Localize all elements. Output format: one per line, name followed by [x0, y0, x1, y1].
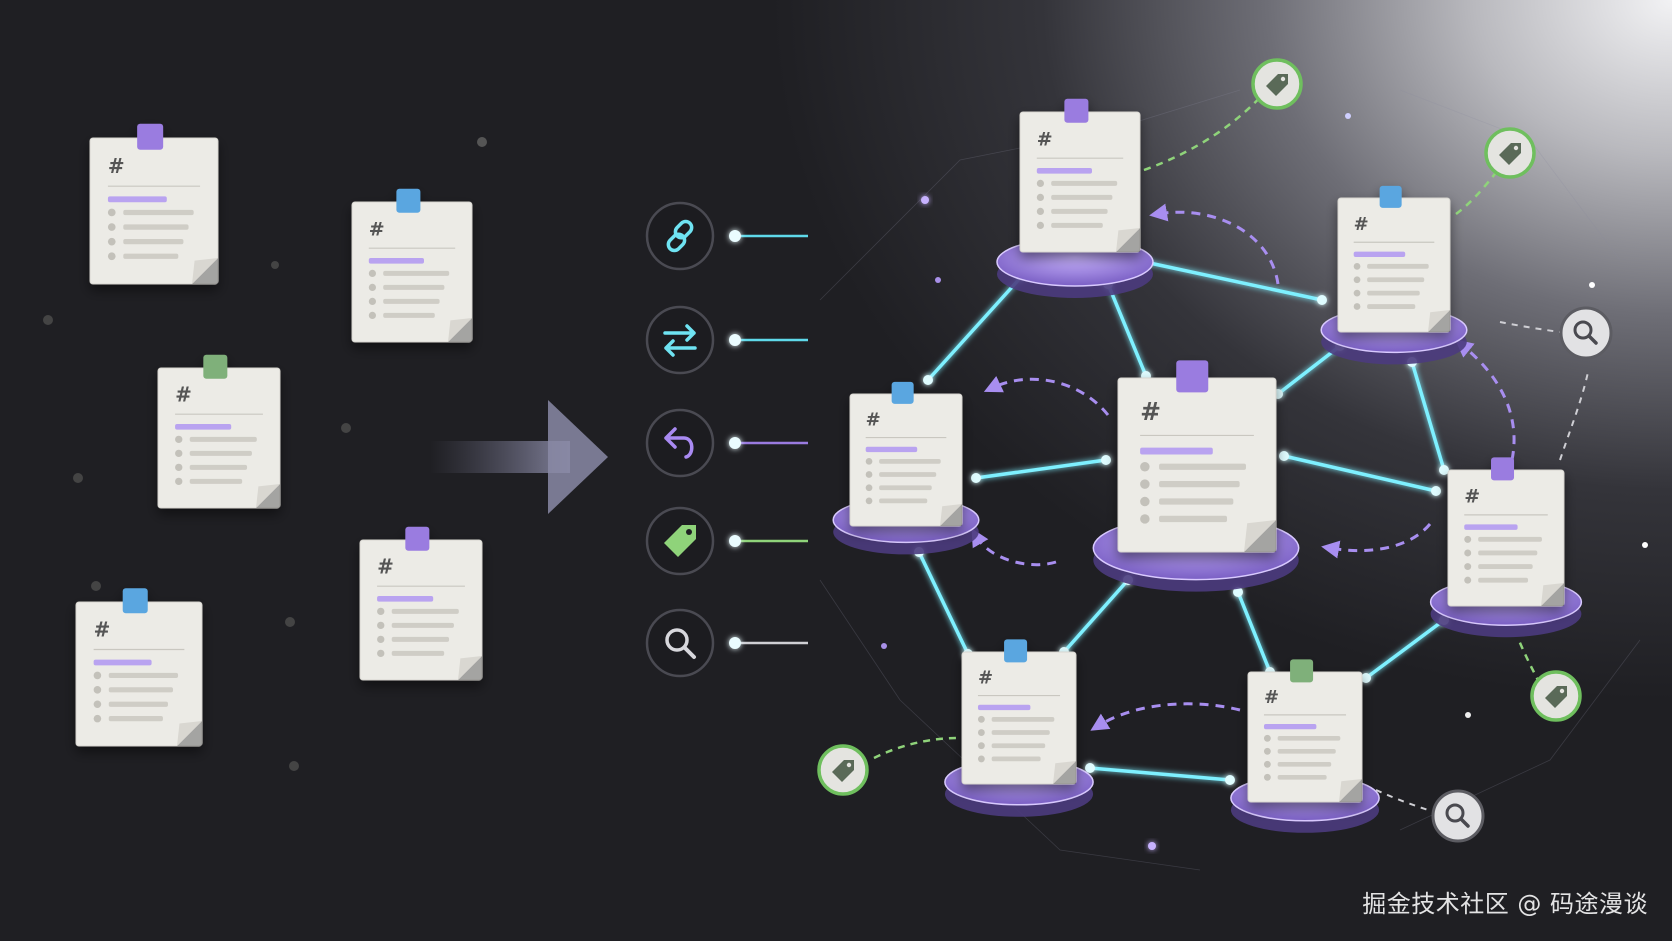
tag-icon — [1545, 686, 1567, 708]
tag-badge — [1484, 127, 1536, 179]
scattered-note: # — [157, 354, 281, 509]
search-icon — [665, 628, 696, 659]
note-hash-symbol: # — [1140, 397, 1161, 426]
note-hash-symbol: # — [1037, 129, 1053, 151]
note-hash-symbol: # — [108, 154, 125, 178]
network-note-card: # — [1447, 457, 1565, 607]
operation-reply-arrow — [645, 408, 808, 478]
note-hash-symbol: # — [866, 410, 881, 431]
network-note-card: # — [1247, 659, 1363, 803]
link-icon — [666, 219, 694, 253]
pin-blue — [1004, 639, 1028, 663]
tag-icon — [1499, 143, 1521, 165]
pin-purple — [1491, 457, 1515, 481]
flow-arrow — [430, 400, 608, 514]
watermark-text: 掘金技术社区 @ 码途漫谈 — [1362, 890, 1648, 918]
note-hash-symbol: # — [369, 219, 385, 241]
network-note: # — [996, 98, 1154, 298]
pin-blue — [1379, 185, 1402, 208]
pin-purple — [405, 526, 430, 551]
ambient-dots — [43, 113, 1648, 850]
tag-badge — [1530, 670, 1582, 722]
pin-green — [203, 354, 228, 379]
network-connections — [917, 260, 1446, 782]
operation-search — [645, 608, 808, 678]
pin-purple — [1176, 360, 1209, 393]
scattered-notes: # # # # # — [75, 123, 483, 747]
pin-purple — [1064, 98, 1089, 123]
scattered-note: # — [89, 123, 219, 285]
network-note: # — [1230, 659, 1380, 833]
search-badge — [1559, 306, 1613, 360]
note-hash-symbol: # — [1264, 687, 1279, 708]
tag-badge — [817, 744, 869, 796]
scattered-note: # — [351, 188, 473, 343]
operation-swap-arrows — [645, 305, 808, 375]
pin-blue — [122, 588, 148, 614]
tag-badge — [1251, 58, 1303, 110]
note-hash-symbol: # — [94, 618, 111, 642]
network-note-card: # — [849, 381, 963, 527]
note-hash-symbol: # — [1354, 214, 1369, 235]
network-note-card: # — [1337, 185, 1451, 333]
network-note: # — [1320, 185, 1468, 365]
network-note-card: # — [1019, 98, 1141, 253]
network-notes: # # # # # # # — [832, 98, 1583, 833]
search-icon — [1445, 803, 1470, 828]
network-note: # — [1092, 360, 1300, 592]
network-note: # — [1429, 457, 1583, 638]
operation-tag — [645, 506, 808, 576]
pin-green — [1290, 659, 1314, 683]
note-hash-symbol: # — [978, 668, 993, 689]
tag-icon — [1266, 74, 1288, 96]
note-hash-symbol: # — [1464, 486, 1480, 508]
scattered-note: # — [75, 588, 203, 747]
operation-icons — [645, 201, 808, 678]
network-note-card: # — [1117, 360, 1277, 553]
pin-blue — [891, 381, 914, 404]
relation-arrows — [971, 203, 1516, 731]
network-note: # — [944, 639, 1094, 817]
network-note-card: # — [961, 639, 1077, 785]
scattered-note: # — [359, 526, 483, 681]
note-hash-symbol: # — [377, 555, 394, 579]
pin-blue — [396, 188, 421, 213]
search-icon — [1573, 320, 1598, 345]
swap-arrows-icon — [663, 324, 697, 357]
reply-arrow-icon — [664, 427, 694, 459]
pin-purple — [137, 123, 164, 150]
network-note: # — [832, 381, 980, 555]
search-badge — [1431, 789, 1485, 843]
note-hash-symbol: # — [175, 383, 192, 407]
badges — [817, 58, 1613, 843]
operation-link — [645, 201, 808, 271]
tag-icon — [664, 525, 696, 557]
tag-icon — [832, 760, 854, 782]
